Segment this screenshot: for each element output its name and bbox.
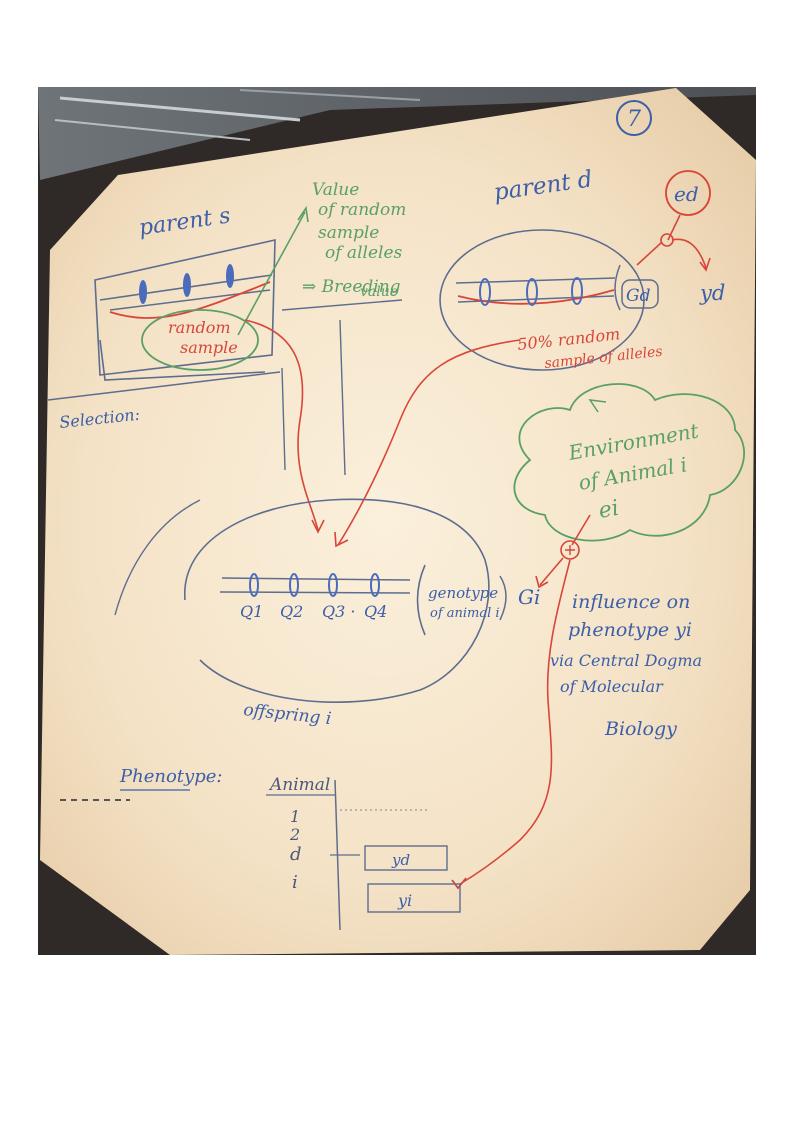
note-pointer-arrow — [237, 211, 306, 336]
page-number: 7 — [627, 107, 641, 132]
parent-d-red-strand — [457, 289, 615, 305]
svg-text:of alleles: of alleles — [325, 243, 402, 263]
table-row-1: 1 — [290, 807, 300, 826]
svg-text:value: value — [360, 284, 398, 300]
environment-line3: ei — [597, 496, 621, 524]
random-sample-line2: sample — [180, 338, 238, 357]
svg-text:of random: of random — [318, 200, 406, 220]
ed-circle — [665, 170, 711, 216]
random-sample-line1: random — [168, 318, 231, 337]
svg-text:phenotype yi: phenotype yi — [568, 619, 692, 641]
yi-cell — [367, 883, 461, 913]
parent-s-red-strand — [109, 281, 271, 319]
svg-text:influence on: influence on — [572, 591, 690, 613]
phenotype-title: Phenotype: — [119, 766, 222, 787]
locus-q1: Q1 — [240, 602, 263, 621]
random-sample-bubble — [141, 309, 259, 371]
influence-note: influence on phenotype yi via Central Do… — [550, 591, 702, 740]
yd-cell — [364, 845, 448, 871]
offspring-alleles — [249, 573, 380, 597]
genotype-brace — [416, 564, 426, 636]
plus-circle — [560, 540, 580, 560]
yd-value: yd — [391, 851, 410, 869]
svg-text:Value: Value — [312, 180, 359, 200]
parent-d-env: ed — [674, 182, 699, 206]
locus-q2: Q2 — [280, 602, 303, 621]
table-row-2: 2 — [289, 825, 300, 844]
table-column-header: Animal — [268, 775, 330, 795]
arrow-parent-s-to-offspring — [244, 319, 319, 531]
arrow-to-yi — [459, 559, 571, 885]
genotype-line2: of animal i — [430, 606, 500, 621]
parent-d-cell — [439, 229, 645, 371]
ceiling — [38, 87, 756, 180]
environment-cloud — [513, 383, 745, 542]
table-row-d: d — [290, 844, 302, 865]
arrow-parent-d-to-offspring — [337, 339, 521, 546]
offspring-cell — [184, 498, 490, 703]
genotype-symbol: Gi — [518, 585, 540, 609]
locus-q4: Q4 — [364, 602, 387, 621]
page-number-circle — [616, 100, 652, 136]
parent-d-phenotype: yd — [699, 281, 725, 305]
parent-d-alleles — [479, 277, 583, 306]
parent-d-genotype: Gd — [626, 286, 651, 306]
svg-text:of Molecular: of Molecular — [560, 677, 664, 696]
svg-text:sample: sample — [318, 223, 379, 243]
locus-q3: Q3 · — [322, 602, 355, 621]
parent-s-alleles — [139, 264, 234, 304]
breeding-value-note: Value of random sample of alleles ⇒ Bree… — [302, 180, 406, 300]
svg-text:Biology: Biology — [604, 718, 677, 740]
yi-value: yi — [397, 891, 412, 910]
svg-text:via Central Dogma: via Central Dogma — [550, 651, 702, 670]
genotype-line1: genotype — [428, 584, 498, 602]
svg-text:⇒ Breeding: ⇒ Breeding — [302, 277, 401, 297]
table-row-i: i — [292, 872, 298, 893]
